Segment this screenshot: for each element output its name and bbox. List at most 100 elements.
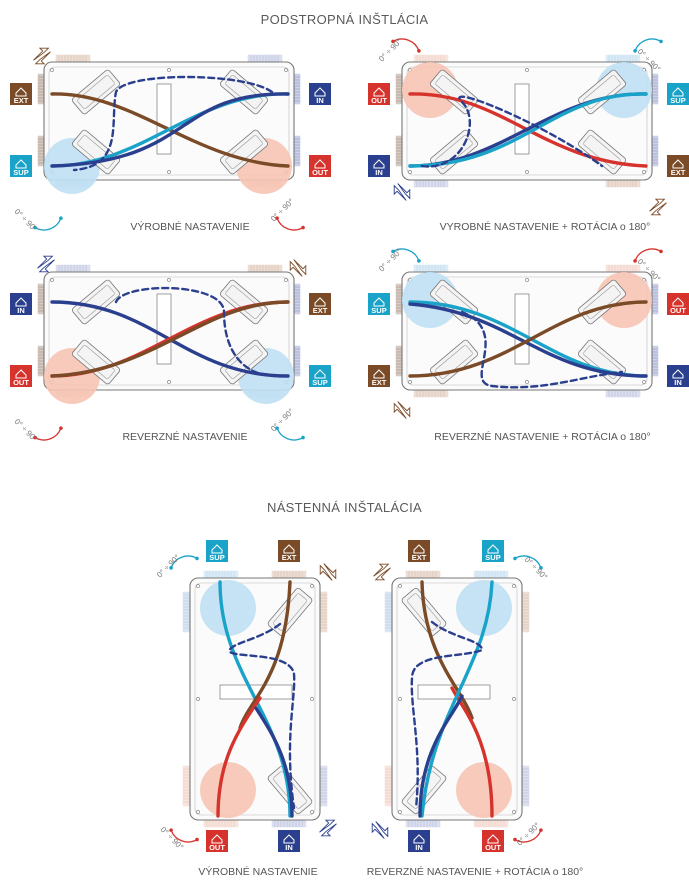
house-icon bbox=[413, 544, 425, 554]
filter-cassette bbox=[72, 129, 120, 175]
ext-badge-bg bbox=[408, 540, 430, 562]
right-bottom-collar bbox=[651, 345, 659, 377]
port-badge-ext: EXT bbox=[309, 293, 331, 315]
in-airflow bbox=[460, 310, 624, 389]
out-badge-label: OUT bbox=[209, 843, 225, 852]
house-icon bbox=[672, 87, 684, 97]
heat-exchanger bbox=[156, 293, 172, 365]
cool-zone bbox=[200, 580, 256, 636]
port-badge-ext: EXT bbox=[10, 83, 32, 105]
in-badge-bg bbox=[278, 830, 300, 852]
rotation-angle-label: 0° ÷ 90° bbox=[269, 197, 296, 224]
caption-reverse-setting: REVERZNÉ NASTAVENIE bbox=[122, 431, 248, 443]
sup-badge-label: SUP bbox=[13, 168, 28, 177]
in-badge-label: IN bbox=[375, 168, 383, 177]
airflow-swap-arrow bbox=[33, 47, 51, 65]
caption-wall-factory-setting: VÝROBNÉ NASTAVENIE bbox=[198, 866, 318, 878]
rotation-arrow: 0° ÷ 90° bbox=[269, 197, 305, 231]
right-top-collar bbox=[651, 283, 659, 315]
left-bottom-collar bbox=[37, 345, 45, 377]
airflow-swap-arrow bbox=[371, 821, 389, 839]
in-badge-bg bbox=[667, 365, 689, 387]
wall-installation-title: NÁSTENNÁ INŠTALÁCIA bbox=[267, 500, 422, 515]
right-top-side-collar bbox=[521, 591, 530, 633]
in-badge-bg bbox=[368, 155, 390, 177]
screw bbox=[642, 380, 646, 384]
left-top-side-collar bbox=[384, 591, 393, 633]
airflow-swap-arrow bbox=[373, 563, 391, 581]
ext-badge-bg bbox=[667, 155, 689, 177]
house-icon bbox=[413, 834, 425, 844]
airflow-swap-arrow bbox=[289, 259, 307, 277]
left-top-collar bbox=[37, 283, 45, 315]
screw bbox=[525, 68, 529, 72]
rotation-angle-label: 0° ÷ 90° bbox=[155, 553, 182, 580]
ext-badge-label: EXT bbox=[372, 378, 387, 387]
bottom-right-collar bbox=[605, 389, 641, 398]
house-icon bbox=[15, 159, 27, 169]
rotation-angle-label: 0° ÷ 90° bbox=[13, 207, 40, 234]
out-badge-label: OUT bbox=[13, 378, 29, 387]
house-icon bbox=[211, 834, 223, 844]
right-bottom-side-collar bbox=[521, 765, 530, 807]
screw bbox=[50, 68, 54, 72]
sup-badge-label: SUP bbox=[312, 378, 327, 387]
house-icon bbox=[314, 159, 326, 169]
rotation-angle-label: 0° ÷ 90° bbox=[515, 821, 542, 848]
bottom-left-collar bbox=[413, 179, 449, 188]
bottom-right-collar bbox=[271, 819, 307, 828]
rotation-arrow: 0° ÷ 90° bbox=[513, 821, 543, 848]
port-badge-out: OUT bbox=[206, 830, 228, 852]
top-right-collar bbox=[271, 570, 307, 579]
in-airflow bbox=[228, 622, 296, 810]
screw bbox=[512, 584, 516, 588]
screw bbox=[408, 170, 412, 174]
port-badge-sup: SUP bbox=[309, 365, 331, 387]
caption-factory-setting: VÝROBNÉ NASTAVENIE bbox=[130, 221, 250, 233]
screw bbox=[525, 278, 529, 282]
out-badge-bg bbox=[482, 830, 504, 852]
screw bbox=[50, 278, 54, 282]
right-top-collar bbox=[293, 73, 301, 105]
port-badge-sup: SUP bbox=[368, 293, 390, 315]
out-airflow bbox=[408, 92, 648, 168]
unit-inner-frame bbox=[406, 66, 648, 176]
left-top-side-collar bbox=[182, 591, 191, 633]
port-badge-sup: SUP bbox=[482, 540, 504, 562]
heat-exchanger bbox=[514, 293, 530, 365]
screw bbox=[196, 697, 200, 701]
rotation-angle-label: 0° ÷ 90° bbox=[269, 407, 296, 434]
rotation-arrow: 0° ÷ 90° bbox=[155, 553, 199, 580]
out-airflow bbox=[216, 696, 262, 818]
left-top-collar bbox=[395, 283, 403, 315]
in-badge-bg bbox=[10, 293, 32, 315]
rotation-arrow: 0° ÷ 90° bbox=[159, 825, 199, 852]
port-badge-in: IN bbox=[408, 830, 430, 852]
screw bbox=[310, 810, 314, 814]
top-right-collar bbox=[473, 570, 509, 579]
unit-inner-frame bbox=[48, 276, 290, 386]
port-badge-out: OUT bbox=[482, 830, 504, 852]
in-badge-label: IN bbox=[17, 306, 25, 315]
sup-badge-bg bbox=[368, 293, 390, 315]
out-badge-label: OUT bbox=[485, 843, 501, 852]
screw bbox=[284, 278, 288, 282]
top-left-collar bbox=[413, 264, 449, 273]
in-airflow bbox=[114, 286, 278, 378]
in-badge-bg bbox=[309, 83, 331, 105]
ext-badge-label: EXT bbox=[14, 96, 29, 105]
port-badge-ext: EXT bbox=[408, 540, 430, 562]
screw bbox=[167, 278, 171, 282]
airflow-swap-arrow bbox=[319, 819, 337, 837]
screw bbox=[642, 170, 646, 174]
right-bottom-side-collar bbox=[319, 765, 328, 807]
sup-badge-label: SUP bbox=[209, 553, 224, 562]
heat-exchanger bbox=[514, 83, 530, 155]
in-airflow bbox=[418, 694, 464, 818]
ext-badge-label: EXT bbox=[412, 553, 427, 562]
airflow-swap-arrow bbox=[319, 563, 337, 581]
